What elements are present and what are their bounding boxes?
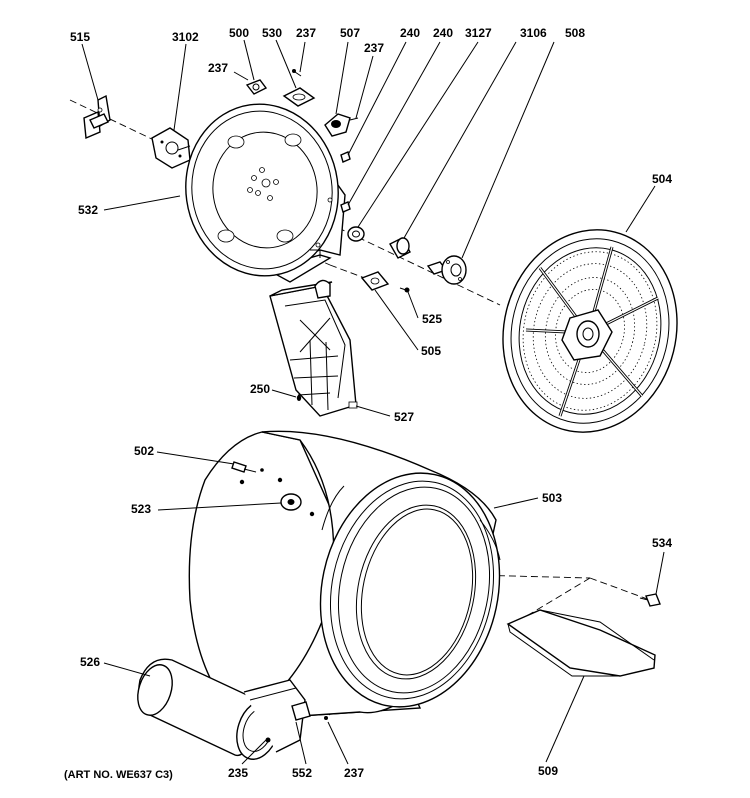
callout-leader-lines — [81, 39, 665, 765]
callout-508: 508 — [565, 26, 585, 40]
callout-240-b: 240 — [433, 26, 453, 40]
callout-237-bottom: 237 — [344, 766, 364, 780]
callout-235: 235 — [228, 766, 248, 780]
art-number: (ART NO. WE637 C3) — [64, 769, 173, 781]
callout-505: 505 — [421, 344, 441, 358]
callout-502: 502 — [134, 444, 154, 458]
part-505-pad — [360, 271, 390, 291]
callout-526: 526 — [80, 655, 100, 669]
part-500-clip — [245, 79, 268, 95]
callout-534: 534 — [652, 536, 672, 550]
part-508-shaft — [426, 255, 467, 285]
callout-237-left: 237 — [208, 61, 228, 75]
part-507-roller — [324, 113, 359, 137]
callout-240-a: 240 — [400, 26, 420, 40]
part-503-drum — [188, 430, 501, 721]
part-250-support-bracket — [269, 279, 358, 417]
callout-3102: 3102 — [172, 30, 199, 44]
callout-503: 503 — [542, 491, 562, 505]
callout-237-top-b: 237 — [364, 41, 384, 55]
washer-523 — [280, 493, 302, 511]
callout-labels: 515 3102 500 530 237 237 507 237 240 240… — [64, 26, 672, 781]
callout-509: 509 — [538, 764, 558, 778]
part-509-baffle — [506, 609, 656, 677]
screw-534 — [639, 593, 661, 607]
callout-523: 523 — [131, 502, 151, 516]
part-526-heater-duct — [137, 658, 328, 760]
part-504-front-bulkhead — [502, 229, 678, 433]
part-3106-bearing — [389, 237, 411, 259]
callout-527: 527 — [394, 410, 414, 424]
callout-3106: 3106 — [520, 26, 547, 40]
callout-507: 507 — [340, 26, 360, 40]
part-530-plate — [282, 87, 316, 107]
screw-502 — [231, 461, 257, 473]
part-532-rear-bulkhead — [185, 103, 346, 283]
callout-515: 515 — [70, 30, 90, 44]
callout-500: 500 — [229, 26, 249, 40]
callout-250: 250 — [250, 382, 270, 396]
part-3127-washer — [347, 226, 365, 242]
callout-3127: 3127 — [465, 26, 492, 40]
callout-504: 504 — [652, 172, 672, 186]
screw-525 — [399, 287, 410, 293]
callout-532: 532 — [78, 203, 98, 217]
part-515-bracket — [83, 94, 111, 140]
callout-530: 530 — [262, 26, 282, 40]
part-3102-bearing-plate — [151, 127, 191, 169]
screw-237-top — [292, 69, 302, 77]
callout-552: 552 — [292, 766, 312, 780]
callout-237-top-a: 237 — [296, 26, 316, 40]
callout-525: 525 — [422, 312, 442, 326]
